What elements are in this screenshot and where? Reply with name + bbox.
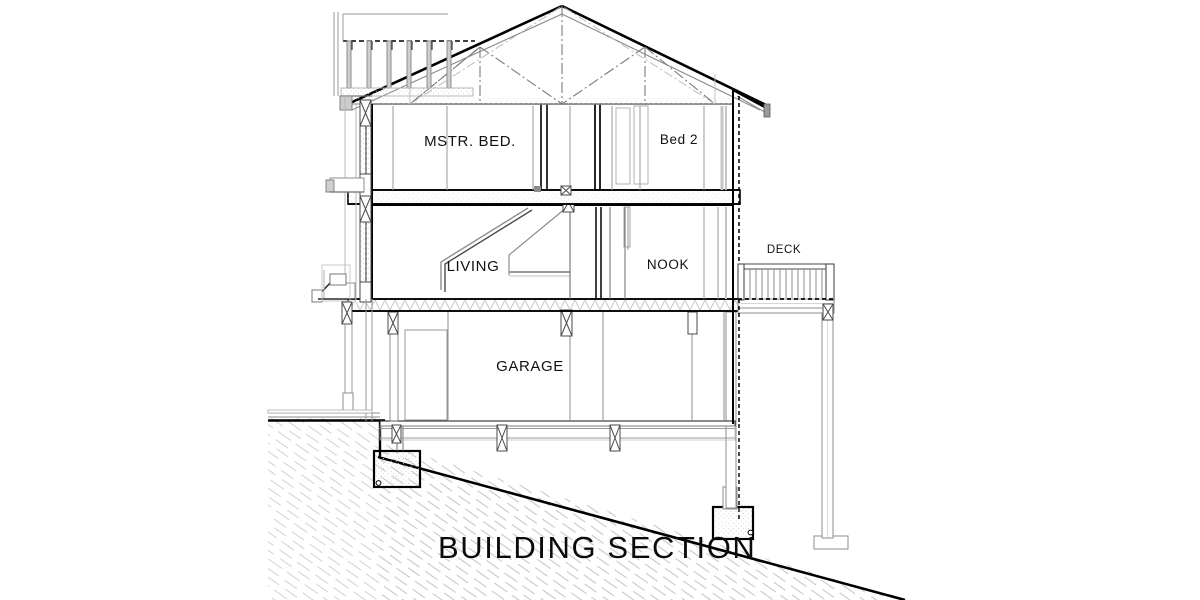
grade-and-earth bbox=[268, 412, 906, 600]
room-label-nook: NOOK bbox=[647, 257, 689, 272]
sheet-title: BUILDING SECTION bbox=[438, 530, 756, 565]
garage-space bbox=[387, 309, 725, 422]
left-soffit-assembly bbox=[339, 13, 475, 111]
deck-assembly bbox=[737, 263, 835, 321]
deck-posts bbox=[725, 311, 834, 539]
room-labels: MSTR. BED. Bed 2 LIVING NOOK GARAGE DECK bbox=[424, 132, 801, 375]
room-label-deck: DECK bbox=[767, 244, 801, 256]
second-floor-platform bbox=[347, 189, 741, 205]
main-floor-platform bbox=[347, 298, 835, 314]
room-label-mstr-bed: MSTR. BED. bbox=[424, 133, 516, 150]
main-floor-space bbox=[371, 191, 734, 299]
room-label-bed-2: Bed 2 bbox=[660, 132, 698, 147]
left-exterior-wall bbox=[267, 12, 373, 421]
right-exterior-wall bbox=[725, 90, 740, 520]
room-label-garage: GARAGE bbox=[496, 358, 564, 375]
garage-slab bbox=[379, 420, 736, 452]
room-label-living: LIVING bbox=[447, 258, 500, 275]
